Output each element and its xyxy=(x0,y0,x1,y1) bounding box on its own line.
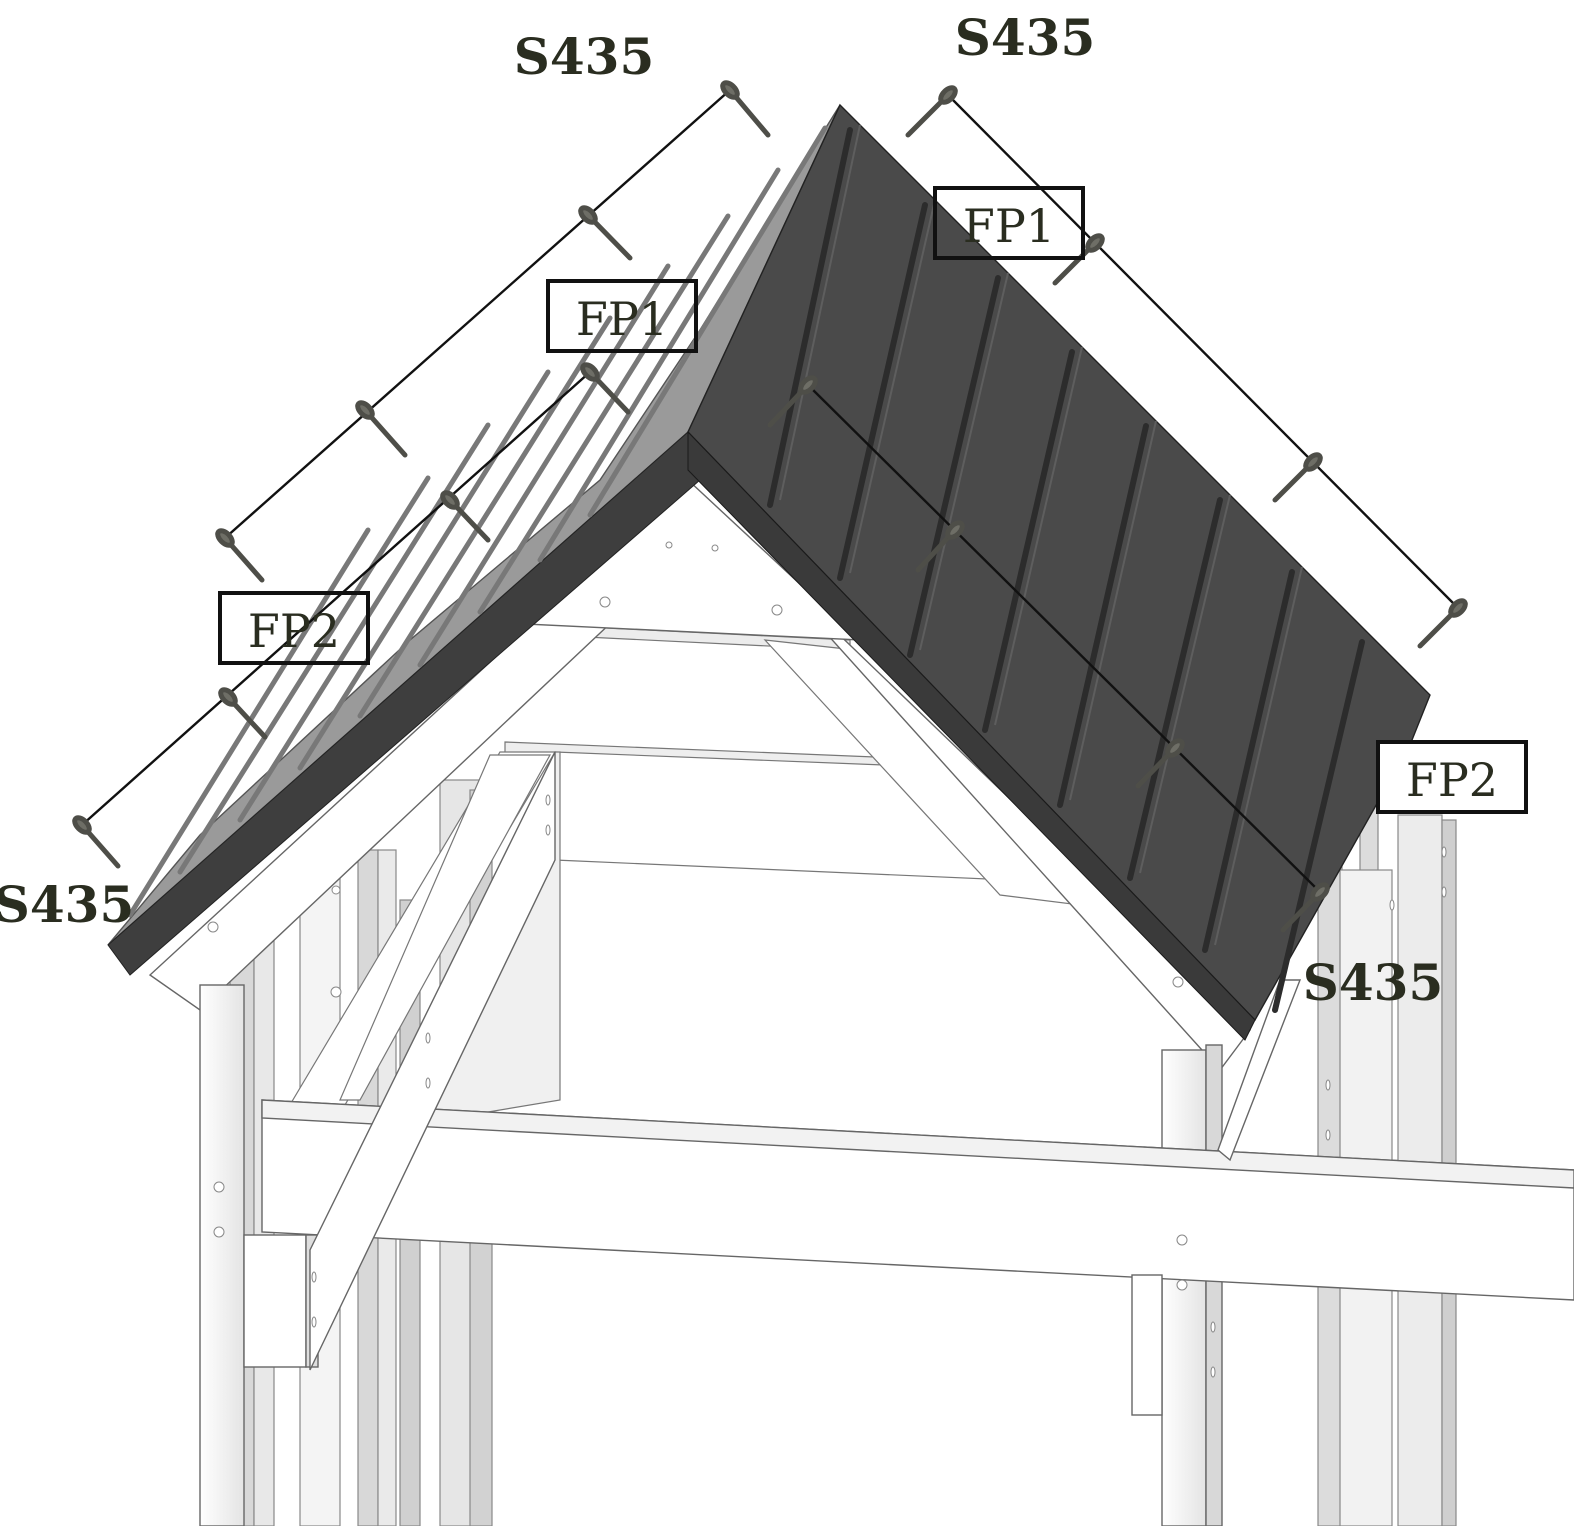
front-gable xyxy=(148,478,1574,1526)
screw-label-top-left: S435 xyxy=(514,27,654,86)
screw-label-left: S435 xyxy=(0,875,134,934)
right-roof-grooves xyxy=(767,127,1365,1013)
panel-label-fp2-right: FP2 xyxy=(1376,740,1528,814)
right-roof-highlights xyxy=(779,124,1303,946)
panel-label-fp1-right: FP1 xyxy=(933,186,1085,260)
panel-label-fp2-left: FP2 xyxy=(218,591,370,665)
panel-label-fp1-left: FP1 xyxy=(546,279,698,353)
panel-label-fp1-right-text: FP1 xyxy=(963,199,1055,253)
bolt-holes xyxy=(207,541,1447,1378)
panel-label-fp2-left-text: FP2 xyxy=(248,604,340,658)
leader-lines xyxy=(81,89,1459,893)
screws xyxy=(72,80,1468,933)
screw-label-top-right: S435 xyxy=(955,8,1095,67)
panel-label-fp1-left-text: FP1 xyxy=(576,292,668,346)
screw-label-right: S435 xyxy=(1303,953,1443,1012)
panel-label-fp2-right-text: FP2 xyxy=(1406,753,1498,807)
